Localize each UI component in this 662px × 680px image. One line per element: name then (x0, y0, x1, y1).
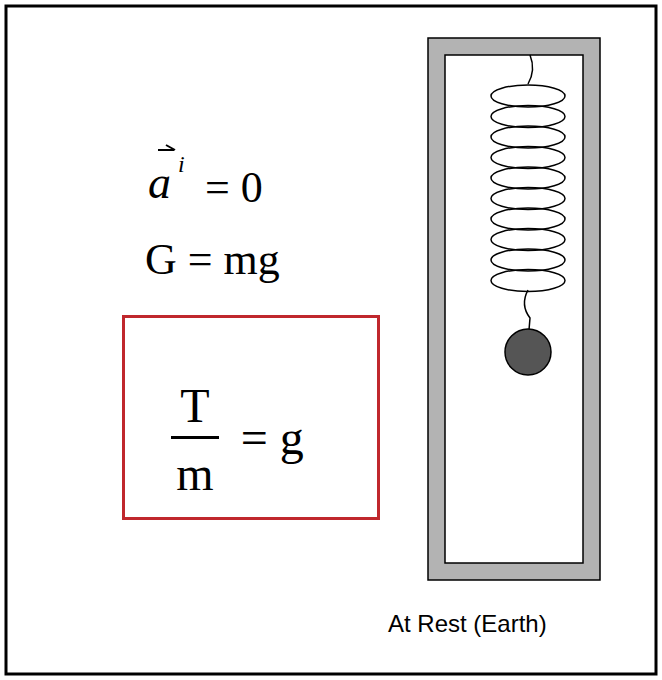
spring-bottom-wire (524, 290, 530, 330)
denominator: m (176, 450, 213, 498)
equation-part: = g (241, 414, 304, 462)
caption: At Rest (Earth) (388, 612, 547, 636)
vector-arrow-head (166, 145, 175, 150)
highlight-box: Tm = g (122, 315, 380, 520)
elevator-frame (428, 38, 600, 580)
spring-top-wire (528, 55, 533, 84)
equation: G = mg (145, 238, 280, 282)
elevator-inside (445, 55, 583, 563)
mass-ball (505, 329, 551, 375)
superscript: i (178, 152, 185, 176)
equation-part: = 0 (205, 166, 263, 210)
spring-coil (491, 85, 565, 292)
outer-frame (6, 6, 656, 674)
vector-arrow (158, 149, 174, 151)
fraction-bar (171, 436, 218, 439)
symbol-letter: a (148, 160, 171, 206)
numerator: T (180, 382, 209, 430)
